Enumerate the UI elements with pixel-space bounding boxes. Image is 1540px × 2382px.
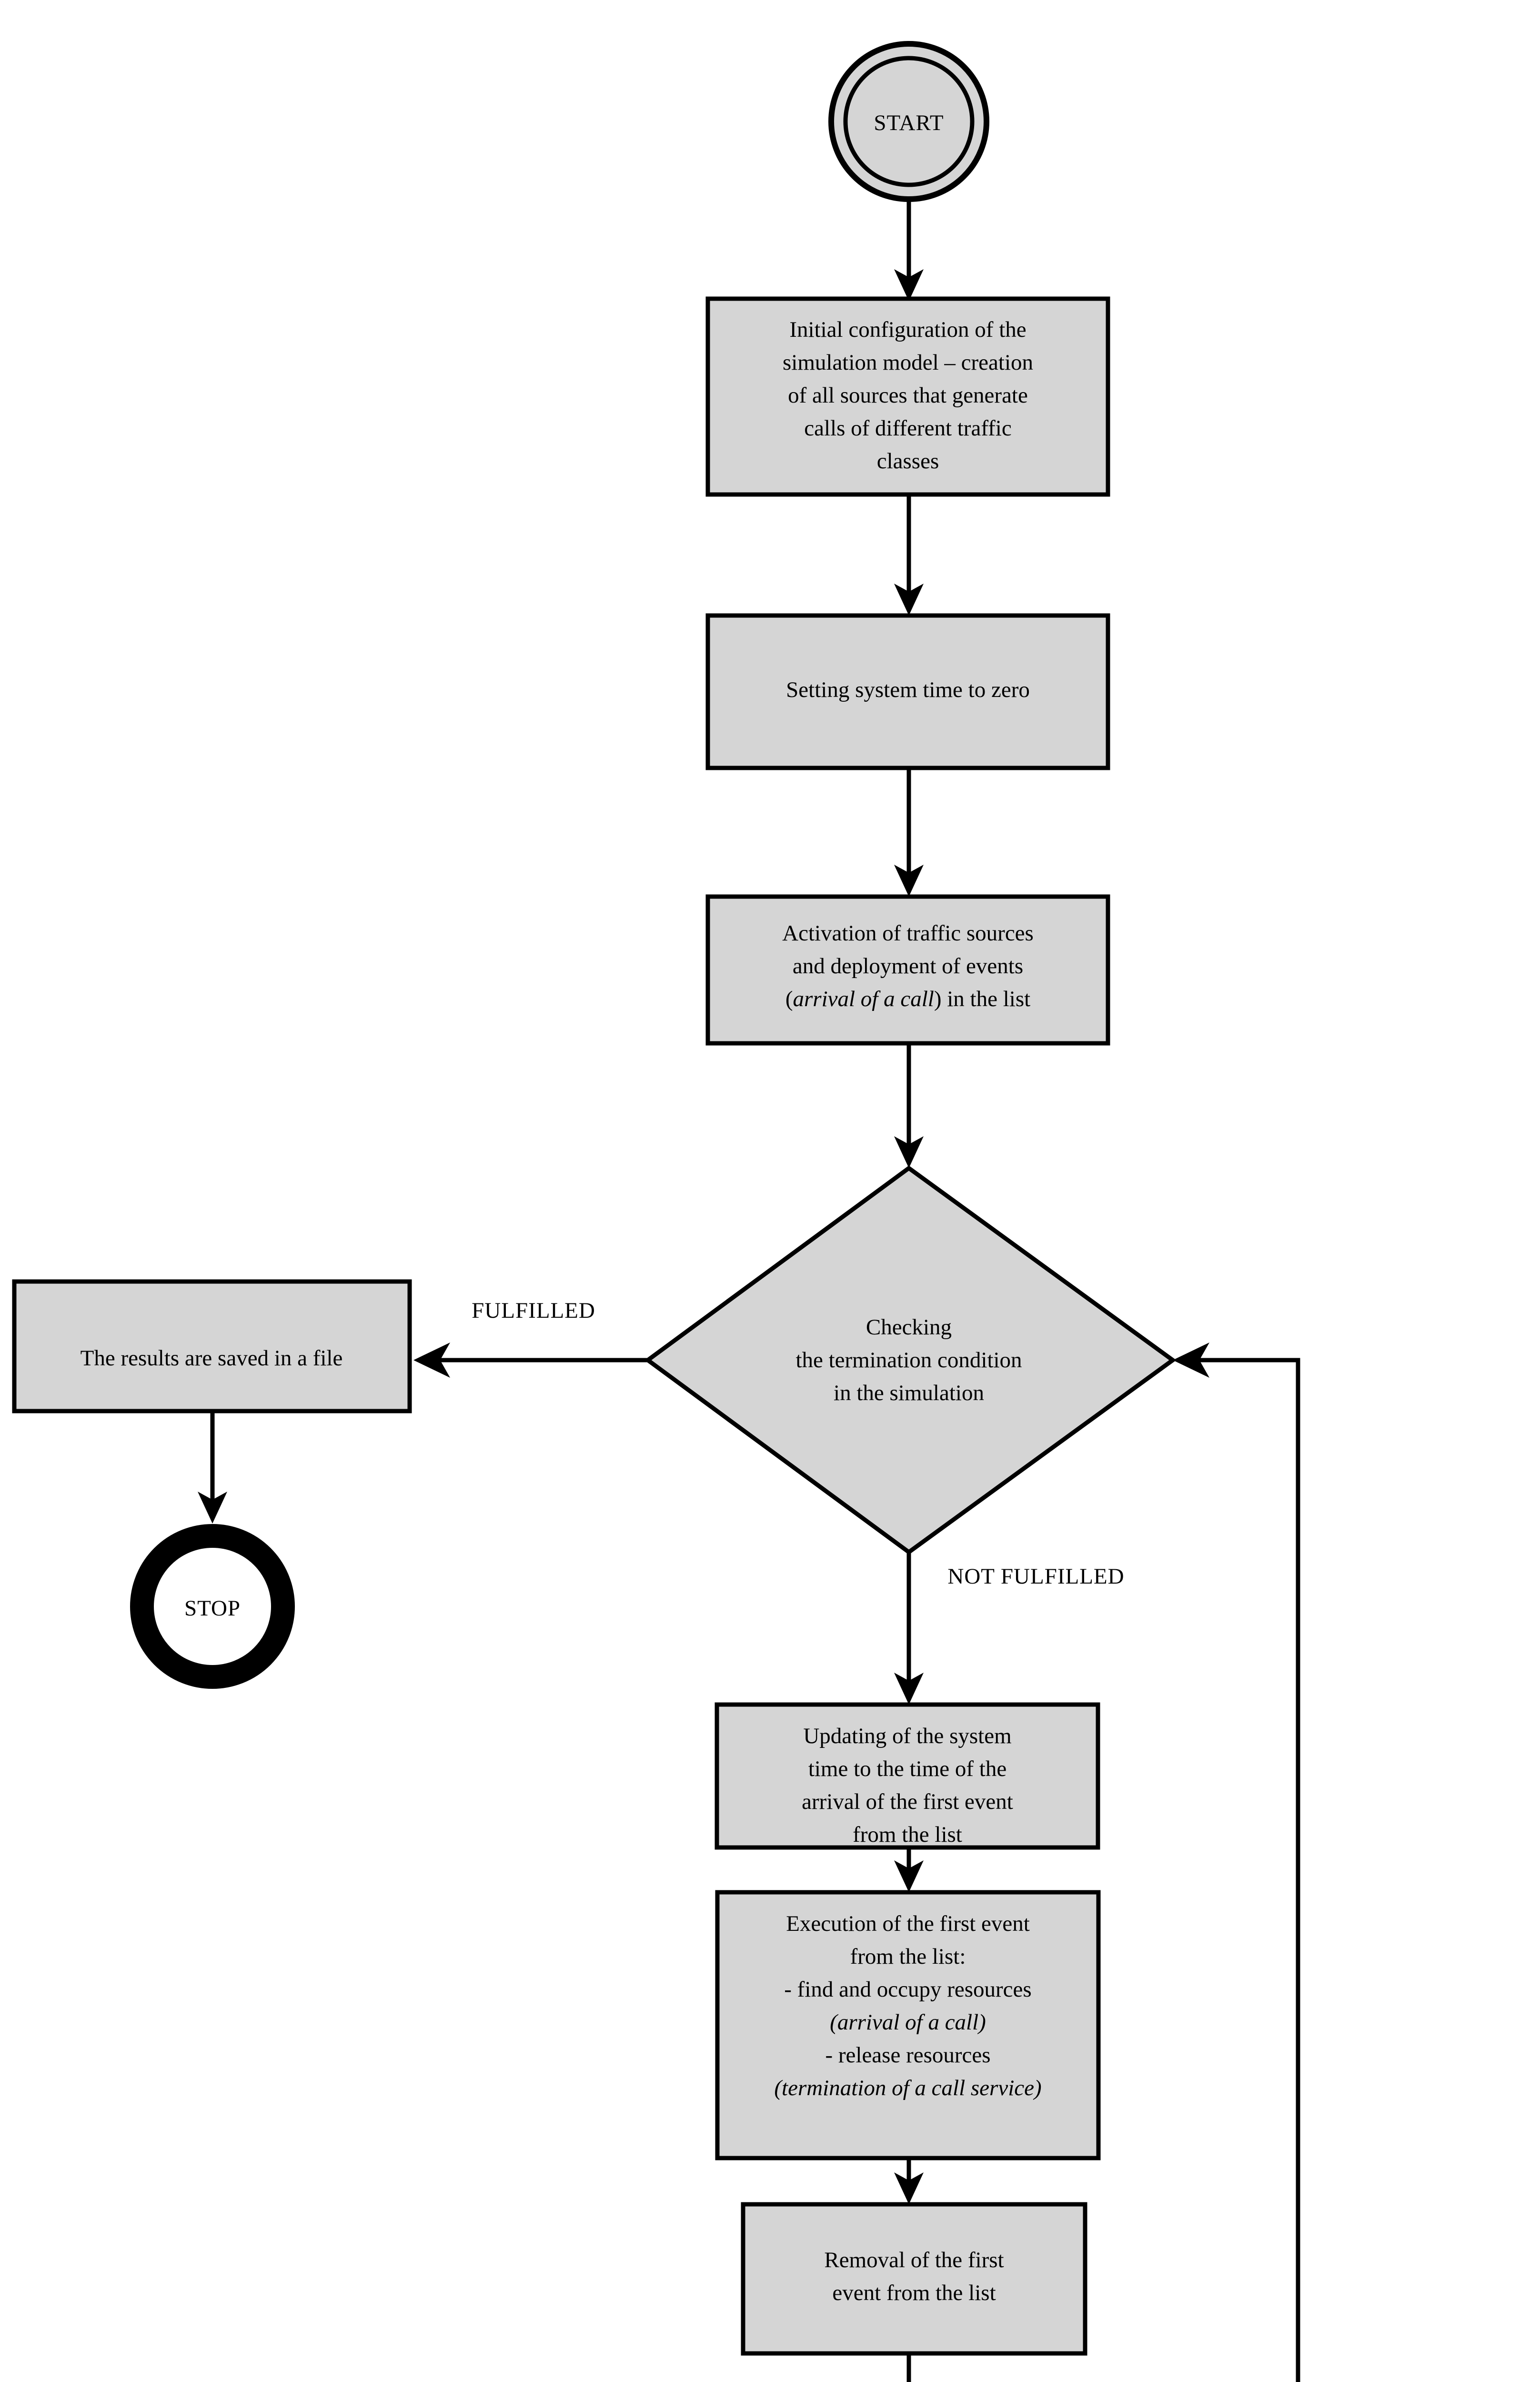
node-stop[interactable]: STOP: [130, 1524, 295, 1689]
execute-line-6-italic: (termination of a call service): [774, 2076, 1041, 2100]
execute-line-1: Execution of the first event: [786, 1911, 1030, 1936]
activation-line-3-pre: (: [785, 987, 793, 1011]
update-time-line-2: time to the time of the: [808, 1756, 1007, 1781]
edge-decision-to-save: [413, 1342, 648, 1378]
start-label: START: [874, 111, 944, 135]
remove-line-2: event from the list: [832, 2281, 996, 2305]
activation-line-3: (arrival of a call) in the list: [785, 987, 1030, 1011]
edge-init-to-settime: [894, 495, 924, 616]
edge-activation-to-decision: [894, 1043, 924, 1168]
edge-label-fulfilled: FULFILLED: [472, 1298, 595, 1323]
edge-update-to-execute: [894, 1847, 924, 1892]
execute-line-2: from the list:: [850, 1944, 966, 1969]
initial-configuration-line-5: classes: [877, 449, 939, 474]
check-termination-line-2: the termination condition: [795, 1348, 1022, 1373]
initial-configuration-line-1: Initial configuration of the: [789, 317, 1026, 342]
execute-line-4-italic: (arrival of a call): [830, 2010, 986, 2035]
stop-label: STOP: [184, 1596, 241, 1621]
check-termination-line-3: in the simulation: [834, 1381, 984, 1405]
activation-line-1: Activation of traffic sources: [782, 921, 1034, 946]
edge-decision-to-update: [894, 1551, 924, 1705]
update-time-line-3: arrival of the first event: [802, 1789, 1013, 1814]
node-save-results[interactable]: The results are saved in a file: [12, 1279, 412, 1413]
setting-system-time-line-1: Setting system time to zero: [786, 677, 1030, 702]
node-remove-first-event[interactable]: Removal of the first event from the list: [741, 2202, 1087, 2356]
activation-line-2: and deployment of events: [793, 954, 1023, 979]
edge-remove-to-decision-loop: [906, 1342, 1300, 2382]
node-setting-system-time[interactable]: Setting system time to zero: [705, 613, 1110, 770]
node-check-termination[interactable]: Checking the termination condition in th…: [644, 1165, 1177, 1555]
node-initial-configuration[interactable]: Initial configuration of the simulation …: [705, 296, 1110, 497]
initial-configuration-line-2: simulation model – creation: [783, 350, 1033, 375]
update-time-line-1: Updating of the system: [803, 1724, 1011, 1748]
remove-line-1: Removal of the first: [824, 2248, 1004, 2272]
execute-line-3: - find and occupy resources: [784, 1977, 1031, 2002]
initial-configuration-line-3: of all sources that generate: [788, 383, 1028, 408]
save-results-line-1: The results are saved in a file: [81, 1346, 343, 1371]
edge-save-to-stop: [198, 1411, 227, 1524]
node-start[interactable]: START: [828, 41, 989, 202]
edge-start-to-init: [894, 195, 924, 301]
node-activation-of-sources[interactable]: Activation of traffic sources and deploy…: [705, 894, 1110, 1046]
edge-execute-to-remove: [894, 2158, 924, 2204]
node-execute-first-event[interactable]: Execution of the first event from the li…: [715, 1890, 1101, 2160]
node-update-system-time[interactable]: Updating of the system time to the time …: [715, 1702, 1100, 1850]
activation-line-3-post: ) in the list: [934, 987, 1030, 1011]
edge-settime-to-activation: [894, 768, 924, 897]
activation-line-3-italic: arrival of a call: [793, 987, 934, 1011]
execute-line-5: - release resources: [825, 2043, 990, 2068]
initial-configuration-line-4: calls of different traffic: [804, 416, 1011, 441]
check-termination-line-1: Checking: [866, 1315, 952, 1340]
update-time-line-4: from the list: [853, 1822, 962, 1847]
edge-label-not-fulfilled: NOT FULFILLED: [947, 1564, 1124, 1589]
